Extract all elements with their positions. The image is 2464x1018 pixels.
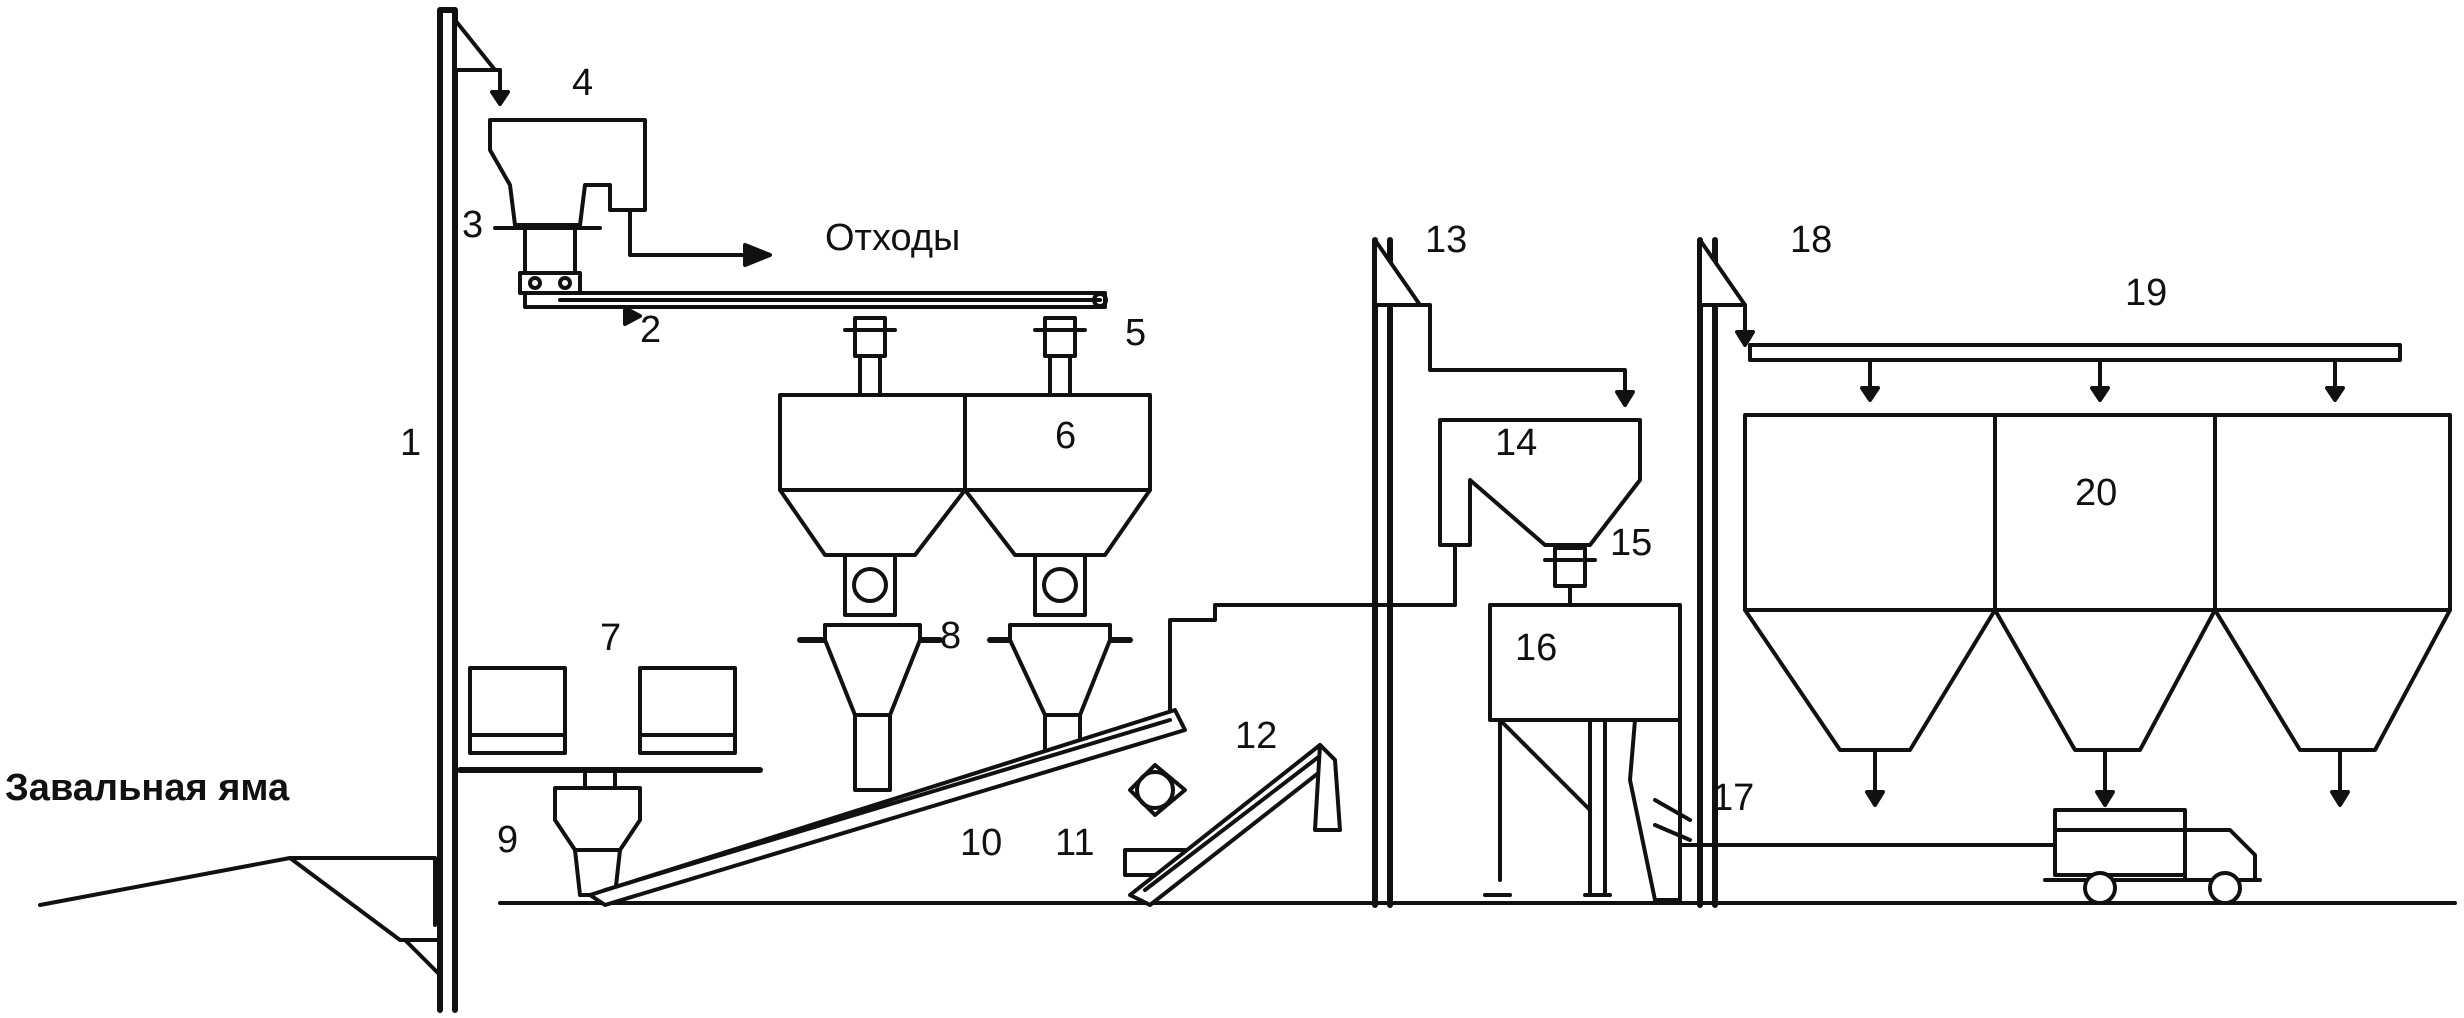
- truck: [2043, 808, 2262, 905]
- label-18: 18: [1790, 219, 1832, 261]
- label-9: 9: [497, 819, 518, 861]
- bunkers-7: [457, 666, 763, 773]
- label-11: 11: [1055, 822, 1094, 864]
- label-7: 7: [600, 617, 621, 659]
- label-3: 3: [462, 204, 483, 246]
- dosing-unit-17: [1628, 718, 2062, 902]
- label-6: 6: [1055, 415, 1076, 457]
- label-12: 12: [1235, 715, 1277, 757]
- silos-6: [778, 393, 1152, 617]
- feeders-5: [843, 316, 1087, 397]
- label-2: 2: [640, 309, 661, 351]
- bunker-16: [1483, 603, 1682, 897]
- feeder-15: [1543, 546, 1597, 607]
- label-10: 10: [960, 822, 1002, 864]
- cyclone-3: [493, 226, 602, 295]
- label-14: 14: [1495, 422, 1537, 464]
- conveyor-12: [1128, 743, 1342, 907]
- label-17: 17: [1712, 777, 1754, 819]
- conveyor-19: [1748, 343, 2402, 402]
- label-1: 1: [400, 422, 421, 464]
- label-16: 16: [1515, 627, 1557, 669]
- label-8: 8: [940, 615, 961, 657]
- bucket-elevator-13: [1372, 237, 1635, 908]
- waste-label: Отходы: [825, 217, 960, 259]
- label-19: 19: [2125, 272, 2167, 314]
- conveyor-2: [523, 291, 1108, 326]
- separator-14: [1373, 418, 1642, 607]
- silos-20: [1743, 413, 2452, 807]
- crusher-9: [553, 768, 642, 897]
- label-4: 4: [572, 62, 593, 104]
- bucket-elevator-18: [1697, 237, 1755, 908]
- label-5: 5: [1125, 312, 1146, 354]
- label-13: 13: [1425, 219, 1467, 261]
- separator-4: [488, 118, 772, 267]
- pit-label: Завальная яма: [5, 767, 290, 809]
- conveyor-10: [588, 708, 1187, 907]
- label-20: 20: [2075, 472, 2117, 514]
- label-15: 15: [1610, 522, 1652, 564]
- receiving-pit: [38, 856, 442, 977]
- bucket-elevator-1: [437, 7, 510, 1013]
- dosing-units-8: [797, 623, 1133, 792]
